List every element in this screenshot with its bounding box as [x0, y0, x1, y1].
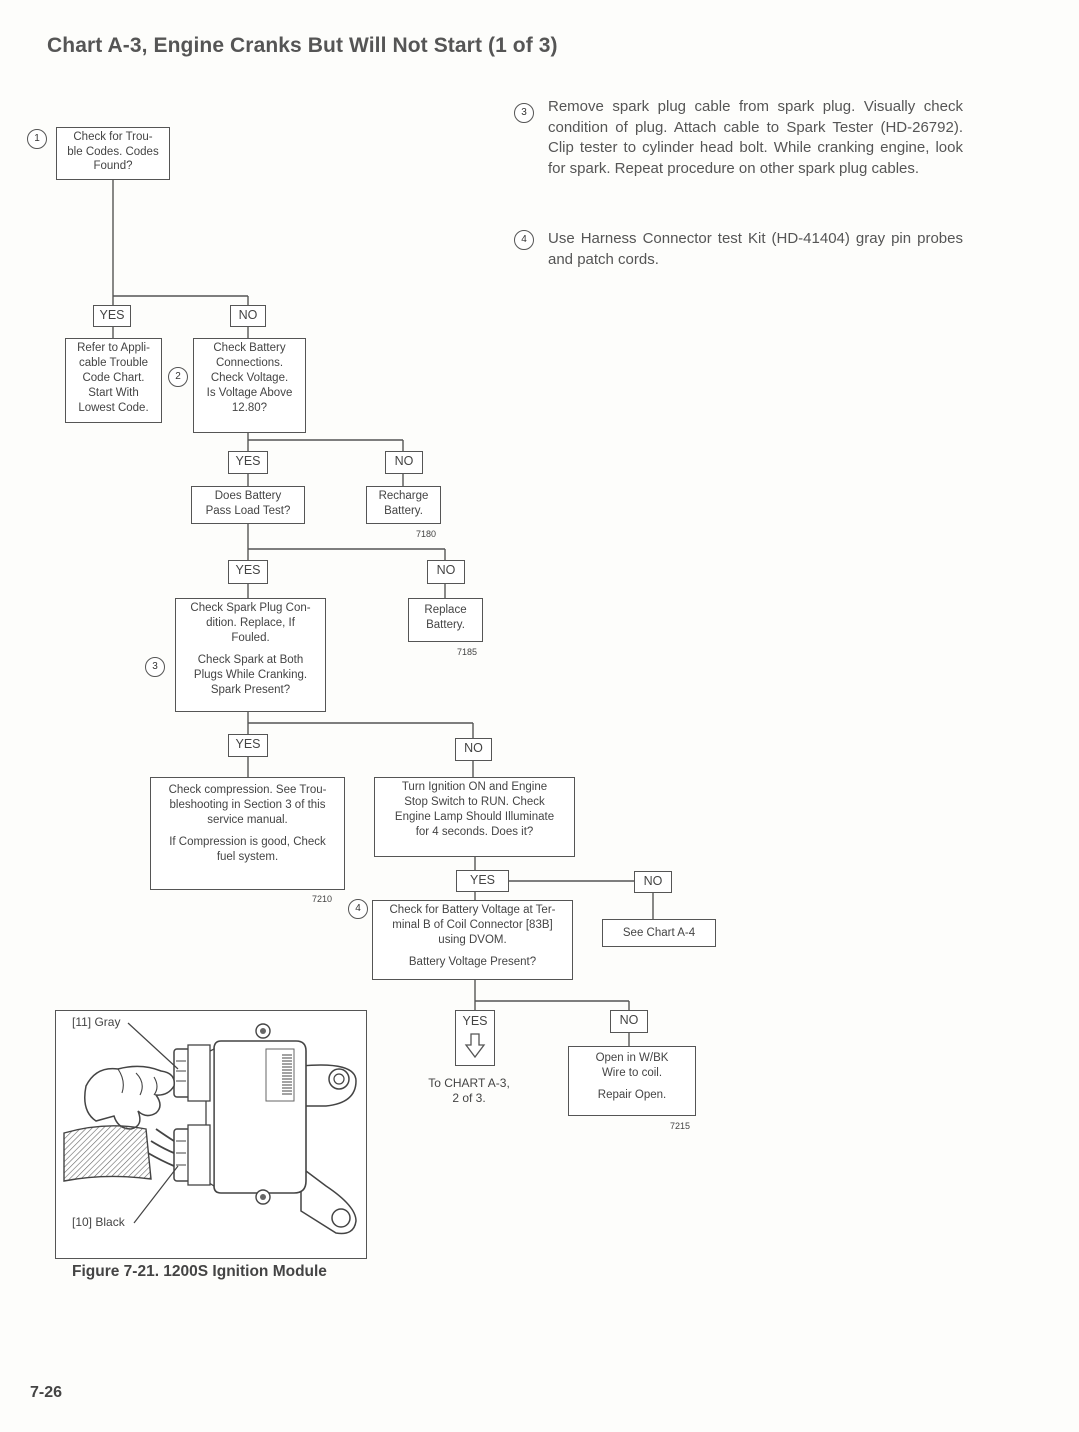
check-trouble-codes-box: Check for Trou- ble Codes. Codes Found?: [56, 127, 170, 180]
check-fuel-text: If Compression is good, Check fuel syste…: [169, 836, 326, 863]
yes-label-3: YES: [228, 560, 268, 584]
no-label-6: NO: [610, 1010, 648, 1033]
check-battery-voltage-text: Check for Battery Voltage at Ter- minal …: [389, 904, 556, 946]
no-label-2: NO: [385, 451, 423, 474]
check-battery-box: Check Battery Connections. Check Voltage…: [193, 338, 306, 433]
no-label-4: NO: [455, 738, 492, 761]
yes-label-6-text: YES: [462, 1014, 488, 1028]
battery-load-test-box: Does Battery Pass Load Test?: [191, 486, 305, 524]
no-label-3: NO: [427, 560, 465, 584]
no-label-5: NO: [634, 871, 672, 893]
figure-caption: Figure 7-21. 1200S Ignition Module: [72, 1263, 327, 1280]
check-compression-text: Check compression. See Trou- bleshooting…: [168, 784, 327, 826]
recharge-battery-box: Recharge Battery.: [366, 486, 441, 524]
gray-connector-label: [11] Gray: [72, 1015, 121, 1029]
note-number-3: 3: [514, 103, 534, 123]
code-7215: 7215: [670, 1121, 691, 1131]
step-number-1: 1: [27, 129, 47, 149]
check-spark-plug-text: Check Spark Plug Con- dition. Replace, I…: [190, 602, 311, 644]
yes-label-4: YES: [228, 734, 268, 757]
battery-voltage-present-text: Battery Voltage Present?: [408, 956, 537, 968]
ignition-check-box: Turn Ignition ON and Engine Stop Switch …: [374, 777, 575, 857]
spark-present-text: Check Spark at Both Plugs While Cranking…: [193, 654, 308, 696]
note-3-text: Remove spark plug cable from spark plug.…: [548, 98, 963, 177]
arrow-down-icon: [464, 1033, 486, 1059]
open-wire-box: Open in W/BK Wire to coil. Repair Open.: [568, 1046, 696, 1116]
step-number-3: 3: [145, 657, 165, 677]
replace-battery-box: Replace Battery.: [408, 598, 483, 642]
check-compression-box: Check compression. See Trou- bleshooting…: [150, 777, 345, 890]
see-chart-a4-box: See Chart A-4: [602, 919, 716, 947]
refer-trouble-code-box: Refer to Appli- cable Trouble Code Chart…: [65, 338, 162, 423]
yes-label-5: YES: [456, 870, 509, 892]
check-battery-voltage-box: Check for Battery Voltage at Ter- minal …: [372, 900, 573, 980]
check-spark-plug-box: Check Spark Plug Con- dition. Replace, I…: [175, 598, 326, 712]
no-label-1: NO: [230, 305, 266, 327]
yes-label-6: YES: [455, 1010, 495, 1066]
black-connector-label: [10] Black: [72, 1215, 125, 1229]
ignition-module-illustration: [63, 1022, 357, 1235]
yes-label-2: YES: [228, 451, 268, 474]
step-number-2: 2: [168, 367, 188, 387]
code-7185: 7185: [457, 647, 478, 657]
open-wire-text: Open in W/BK Wire to coil.: [595, 1052, 669, 1079]
note-number-4: 4: [514, 230, 534, 250]
note-4-text: Use Harness Connector test Kit (HD-41404…: [548, 230, 963, 268]
to-chart-a3-2-text: To CHART A-3, 2 of 3.: [428, 1076, 510, 1105]
step-number-4: 4: [348, 899, 368, 919]
code-7210: 7210: [312, 894, 333, 904]
page-number: 7-26: [30, 1384, 63, 1401]
yes-label-1: YES: [93, 305, 131, 327]
ignition-module-figure: [11] Gray [10] Black: [55, 1010, 367, 1259]
repair-open-text: Repair Open.: [597, 1089, 667, 1101]
code-7180: 7180: [416, 529, 437, 539]
page-title: Chart A-3, Engine Cranks But Will Not St…: [47, 34, 558, 57]
